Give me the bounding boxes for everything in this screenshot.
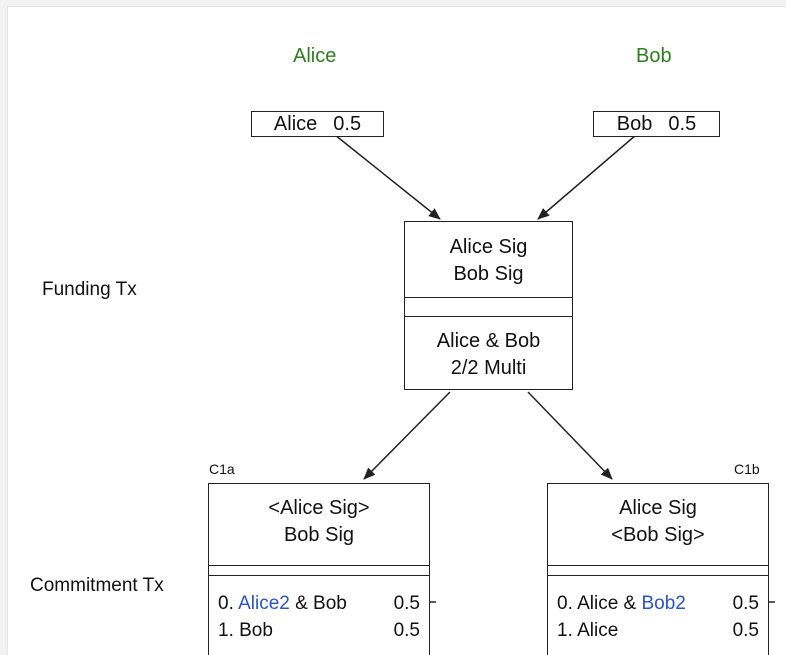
commitment-c1b-box: Alice Sig <Bob Sig> 0. Alice & Bob2 0.5 … bbox=[547, 483, 769, 655]
c1b-output-0: 0. Alice & Bob2 0.5 bbox=[557, 593, 759, 615]
arrow-funding-to-c1a bbox=[363, 391, 451, 480]
input-bob-box: Bob 0.5 bbox=[593, 111, 720, 137]
funding-output-line-1: Alice & Bob bbox=[436, 330, 541, 352]
input-bob-name: Bob bbox=[616, 113, 653, 135]
c1a-output-1-amount: 0.5 bbox=[393, 620, 420, 641]
funding-tx-label: Funding Tx bbox=[42, 279, 137, 300]
funding-divider-top bbox=[405, 297, 572, 298]
arrow-bob-to-funding bbox=[537, 134, 637, 220]
c1b-sig-line-2: <Bob Sig> bbox=[611, 524, 705, 546]
commitment-tx-label: Commitment Tx bbox=[30, 575, 164, 596]
c1a-sig-section: <Alice Sig> Bob Sig bbox=[209, 491, 429, 553]
funding-tx-box: Alice Sig Bob Sig Alice & Bob 2/2 Multi bbox=[404, 221, 573, 390]
funding-sig-line-1: Alice Sig bbox=[449, 236, 528, 258]
c1b-output-0-prefix: 0. Alice & bbox=[557, 593, 642, 614]
c1a-sig-line-1: <Alice Sig> bbox=[268, 497, 370, 519]
c1a-output-0: 0. Alice2 & Bob 0.5 bbox=[218, 593, 420, 615]
arrow-alice-to-funding bbox=[334, 134, 441, 220]
c1a-output-1-text: Bob bbox=[239, 620, 273, 641]
c1a-output-0-amount: 0.5 bbox=[393, 593, 420, 614]
c1b-output-1-text: Alice bbox=[577, 620, 619, 641]
diagram-canvas: Alice Bob Alice 0.5 Bob 0.5 Funding Tx C… bbox=[7, 6, 786, 655]
input-bob-amount: 0.5 bbox=[668, 113, 697, 135]
input-alice-box: Alice 0.5 bbox=[251, 111, 384, 137]
c1a-divider-bottom bbox=[209, 575, 429, 576]
input-alice-amount: 0.5 bbox=[333, 113, 362, 135]
c1b-output-1: 1. Alice 0.5 bbox=[557, 620, 759, 642]
c1a-output-1-prefix: 1. bbox=[218, 620, 240, 641]
party-alice-label: Alice bbox=[293, 45, 337, 67]
commitment-c1a-box: <Alice Sig> Bob Sig 0. Alice2 & Bob 0.5 … bbox=[208, 483, 430, 655]
c1b-sig-section: Alice Sig <Bob Sig> bbox=[548, 491, 768, 553]
funding-divider-bottom bbox=[405, 316, 572, 317]
funding-sig-line-2: Bob Sig bbox=[453, 263, 524, 285]
party-bob-label: Bob bbox=[636, 45, 672, 67]
c1a-output-0-highlight: Alice2 bbox=[238, 593, 290, 614]
funding-output-line-2: 2/2 Multi bbox=[450, 357, 527, 379]
c1b-output-1-prefix: 1. bbox=[557, 620, 578, 641]
arrow-layer bbox=[334, 134, 775, 603]
c1b-sig-line-1: Alice Sig bbox=[619, 497, 697, 519]
c1a-output-1: 1. Bob 0.5 bbox=[218, 620, 420, 642]
c1b-output-1-amount: 0.5 bbox=[732, 620, 759, 641]
c1a-id-label: C1a bbox=[209, 461, 235, 477]
c1b-divider-top bbox=[548, 565, 768, 566]
funding-output-section: Alice & Bob 2/2 Multi bbox=[405, 326, 572, 384]
c1a-sig-line-2: Bob Sig bbox=[283, 524, 355, 546]
input-alice-name: Alice bbox=[273, 113, 318, 135]
c1b-output-0-amount: 0.5 bbox=[732, 593, 759, 614]
c1a-divider-top bbox=[209, 565, 429, 566]
c1a-output-0-prefix: 0. bbox=[218, 593, 239, 614]
c1b-output-0-highlight: Bob2 bbox=[641, 593, 686, 614]
c1a-output-0-suffix: & Bob bbox=[289, 593, 347, 614]
funding-sig-section: Alice Sig Bob Sig bbox=[405, 230, 572, 292]
arrow-funding-to-c1b bbox=[527, 391, 613, 480]
c1b-id-label: C1b bbox=[734, 461, 760, 477]
c1b-divider-bottom bbox=[548, 575, 768, 576]
